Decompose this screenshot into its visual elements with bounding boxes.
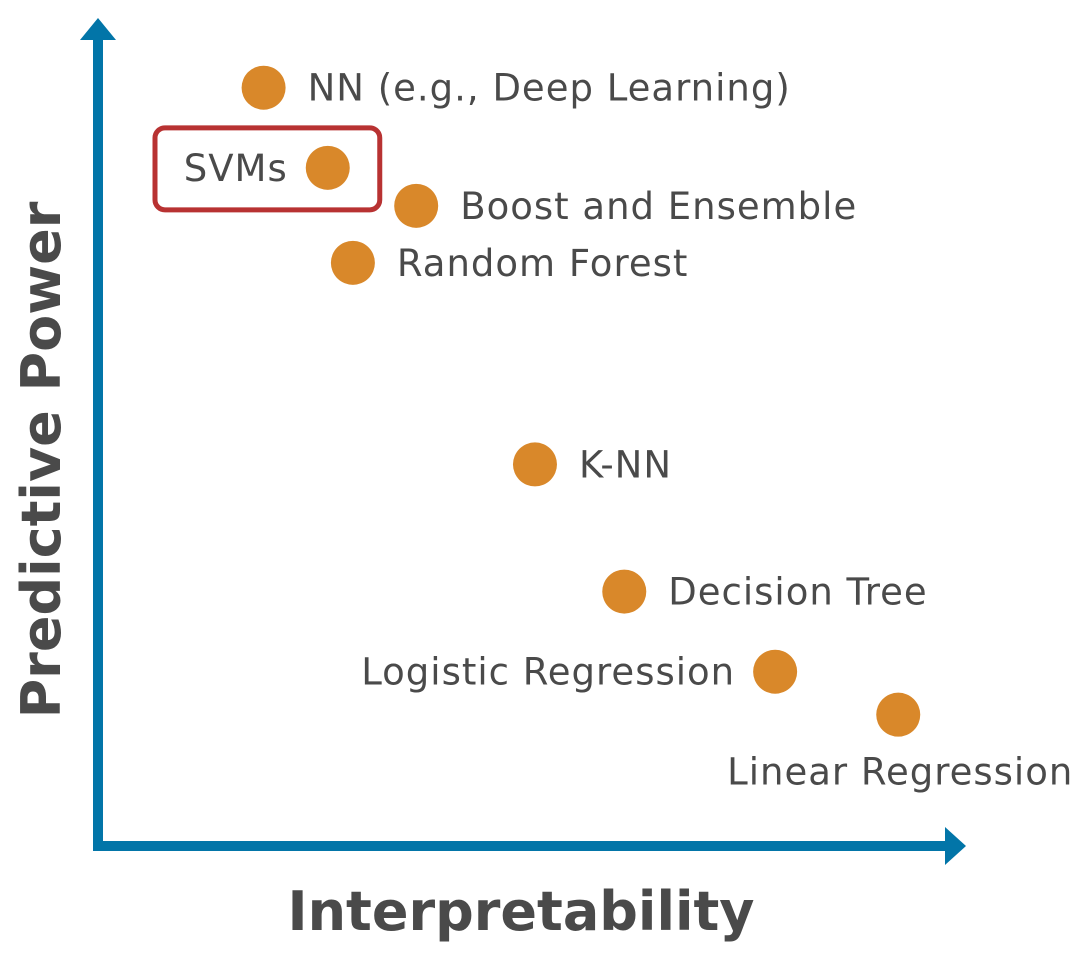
data-point-marker (394, 183, 439, 228)
y-axis-title: Predictive Power (10, 201, 73, 718)
data-point-label: Boost and Ensemble (460, 185, 857, 228)
point-boost-and-ensemble: Boost and Ensemble (394, 183, 857, 228)
data-point-label: SVMs (184, 147, 288, 190)
point-k-nn: K-NN (512, 442, 672, 487)
point-nn-e-g-deep-learning: NN (e.g., Deep Learning) (241, 65, 791, 110)
data-point-marker (305, 145, 350, 190)
data-point-marker (876, 692, 921, 737)
data-point-marker (753, 649, 798, 694)
data-point-marker (330, 240, 375, 285)
data-point-marker (512, 442, 557, 487)
axes (80, 18, 966, 865)
data-point-label: K-NN (579, 443, 672, 486)
data-point-marker (602, 569, 647, 614)
y-axis-arrow-icon (80, 18, 116, 40)
highlight-layer (152, 125, 383, 213)
x-axis-arrow-icon (945, 827, 966, 865)
data-point-label: Decision Tree (668, 571, 927, 614)
point-logistic-regression: Logistic Regression (361, 649, 798, 694)
data-point-label: NN (e.g., Deep Learning) (308, 67, 791, 110)
point-decision-tree: Decision Tree (602, 569, 927, 614)
point-random-forest: Random Forest (330, 240, 689, 285)
point-svms: SVMs (184, 145, 350, 190)
data-point-label: Linear Regression (727, 751, 1073, 794)
point-linear-regression: Linear Regression (727, 692, 1073, 794)
data-point-label: Random Forest (397, 242, 689, 285)
x-axis-title: Interpretability (288, 880, 755, 943)
data-point-marker (241, 65, 286, 110)
data-point-label: Logistic Regression (361, 651, 735, 694)
highlight-box-svms (152, 125, 383, 213)
